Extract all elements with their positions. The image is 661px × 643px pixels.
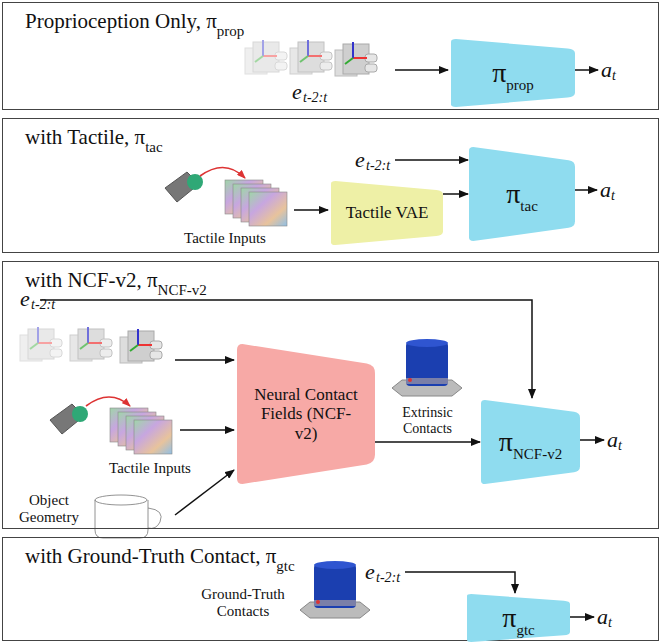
- trapezoid-shape: [481, 400, 580, 484]
- signal-subscript: t: [608, 615, 612, 630]
- ncf-box: Neural Contact Fields (NCF-v2): [237, 344, 375, 484]
- panel-heading: with Tactile, π: [25, 125, 145, 149]
- box-label: Neural Contact Fields (NCF-v2): [237, 385, 375, 444]
- signal-name: e: [355, 148, 365, 172]
- trapezoid-shape: [451, 39, 575, 107]
- panel-heading: with NCF-v2, π: [25, 268, 158, 292]
- signal-name: e: [365, 560, 375, 584]
- signal-subscript: t-2:t: [31, 297, 55, 312]
- policy-subscript: gtc: [276, 558, 294, 574]
- signal-subscript: t: [618, 438, 622, 453]
- signal-name: a: [607, 428, 618, 452]
- panel-heading: with Ground-Truth Contact, π: [25, 544, 276, 568]
- input-label: Ground-Truth Contacts: [198, 586, 288, 619]
- signal-subscript: t-2:t: [303, 90, 327, 105]
- policy-subscript: tac: [145, 139, 162, 155]
- policy-box: πprop: [451, 39, 575, 107]
- policy-box: πtac: [469, 147, 575, 241]
- panel: with Tactile, πtacTactile VAEπtac: [2, 118, 659, 253]
- policy-symbol: π: [492, 57, 506, 88]
- policy-symbol: π: [502, 602, 516, 633]
- panel-heading: Proprioception Only, π: [25, 9, 217, 33]
- policy-subscript: prop: [217, 23, 245, 39]
- signal-name: a: [600, 178, 611, 202]
- policy-subscript: NCF-v2: [158, 282, 207, 298]
- input-label: Tactile Inputs: [95, 460, 205, 477]
- policy-box: πNCF-v2: [481, 400, 580, 484]
- box-label: Tactile VAE: [332, 203, 443, 223]
- input-label: Object Geometry: [14, 492, 84, 525]
- signal-name: e: [292, 80, 302, 104]
- policy-symbol: π: [499, 426, 513, 457]
- vae-box: Tactile VAE: [331, 181, 443, 245]
- panel-title: with Ground-Truth Contact, πgtc: [25, 544, 295, 569]
- panel-title: Proprioception Only, πprop: [25, 9, 244, 34]
- panel: Proprioception Only, πpropπprop: [2, 2, 659, 110]
- signal-name: e: [20, 287, 30, 311]
- policy-box: πgtc: [467, 594, 570, 642]
- signal-name: a: [597, 605, 608, 629]
- policy-subscript: prop: [506, 77, 534, 93]
- edge-label: Extrinsic Contacts: [383, 405, 472, 437]
- signal-subscript: t-2:t: [366, 158, 390, 173]
- panel: with Ground-Truth Contact, πgtcπgtc: [2, 537, 659, 641]
- signal-subscript: t: [612, 68, 616, 83]
- panel: with NCF-v2, πNCF-v2Neural Contact Field…: [2, 261, 659, 529]
- panel-title: with NCF-v2, πNCF-v2: [25, 268, 207, 293]
- panel-title: with Tactile, πtac: [25, 125, 163, 150]
- trapezoid-shape: [469, 147, 575, 241]
- signal-subscript: t-2:t: [376, 570, 400, 585]
- policy-subscript: NCF-v2: [513, 446, 562, 462]
- arrow-connector: [443, 193, 468, 195]
- signal-name: a: [601, 58, 612, 82]
- policy-subscript: tac: [520, 198, 537, 214]
- policy-subscript: gtc: [516, 622, 534, 638]
- policy-symbol: π: [506, 178, 520, 209]
- arrow-connector: [375, 441, 480, 443]
- input-label: Tactile Inputs: [170, 230, 280, 247]
- signal-subscript: t: [611, 188, 615, 203]
